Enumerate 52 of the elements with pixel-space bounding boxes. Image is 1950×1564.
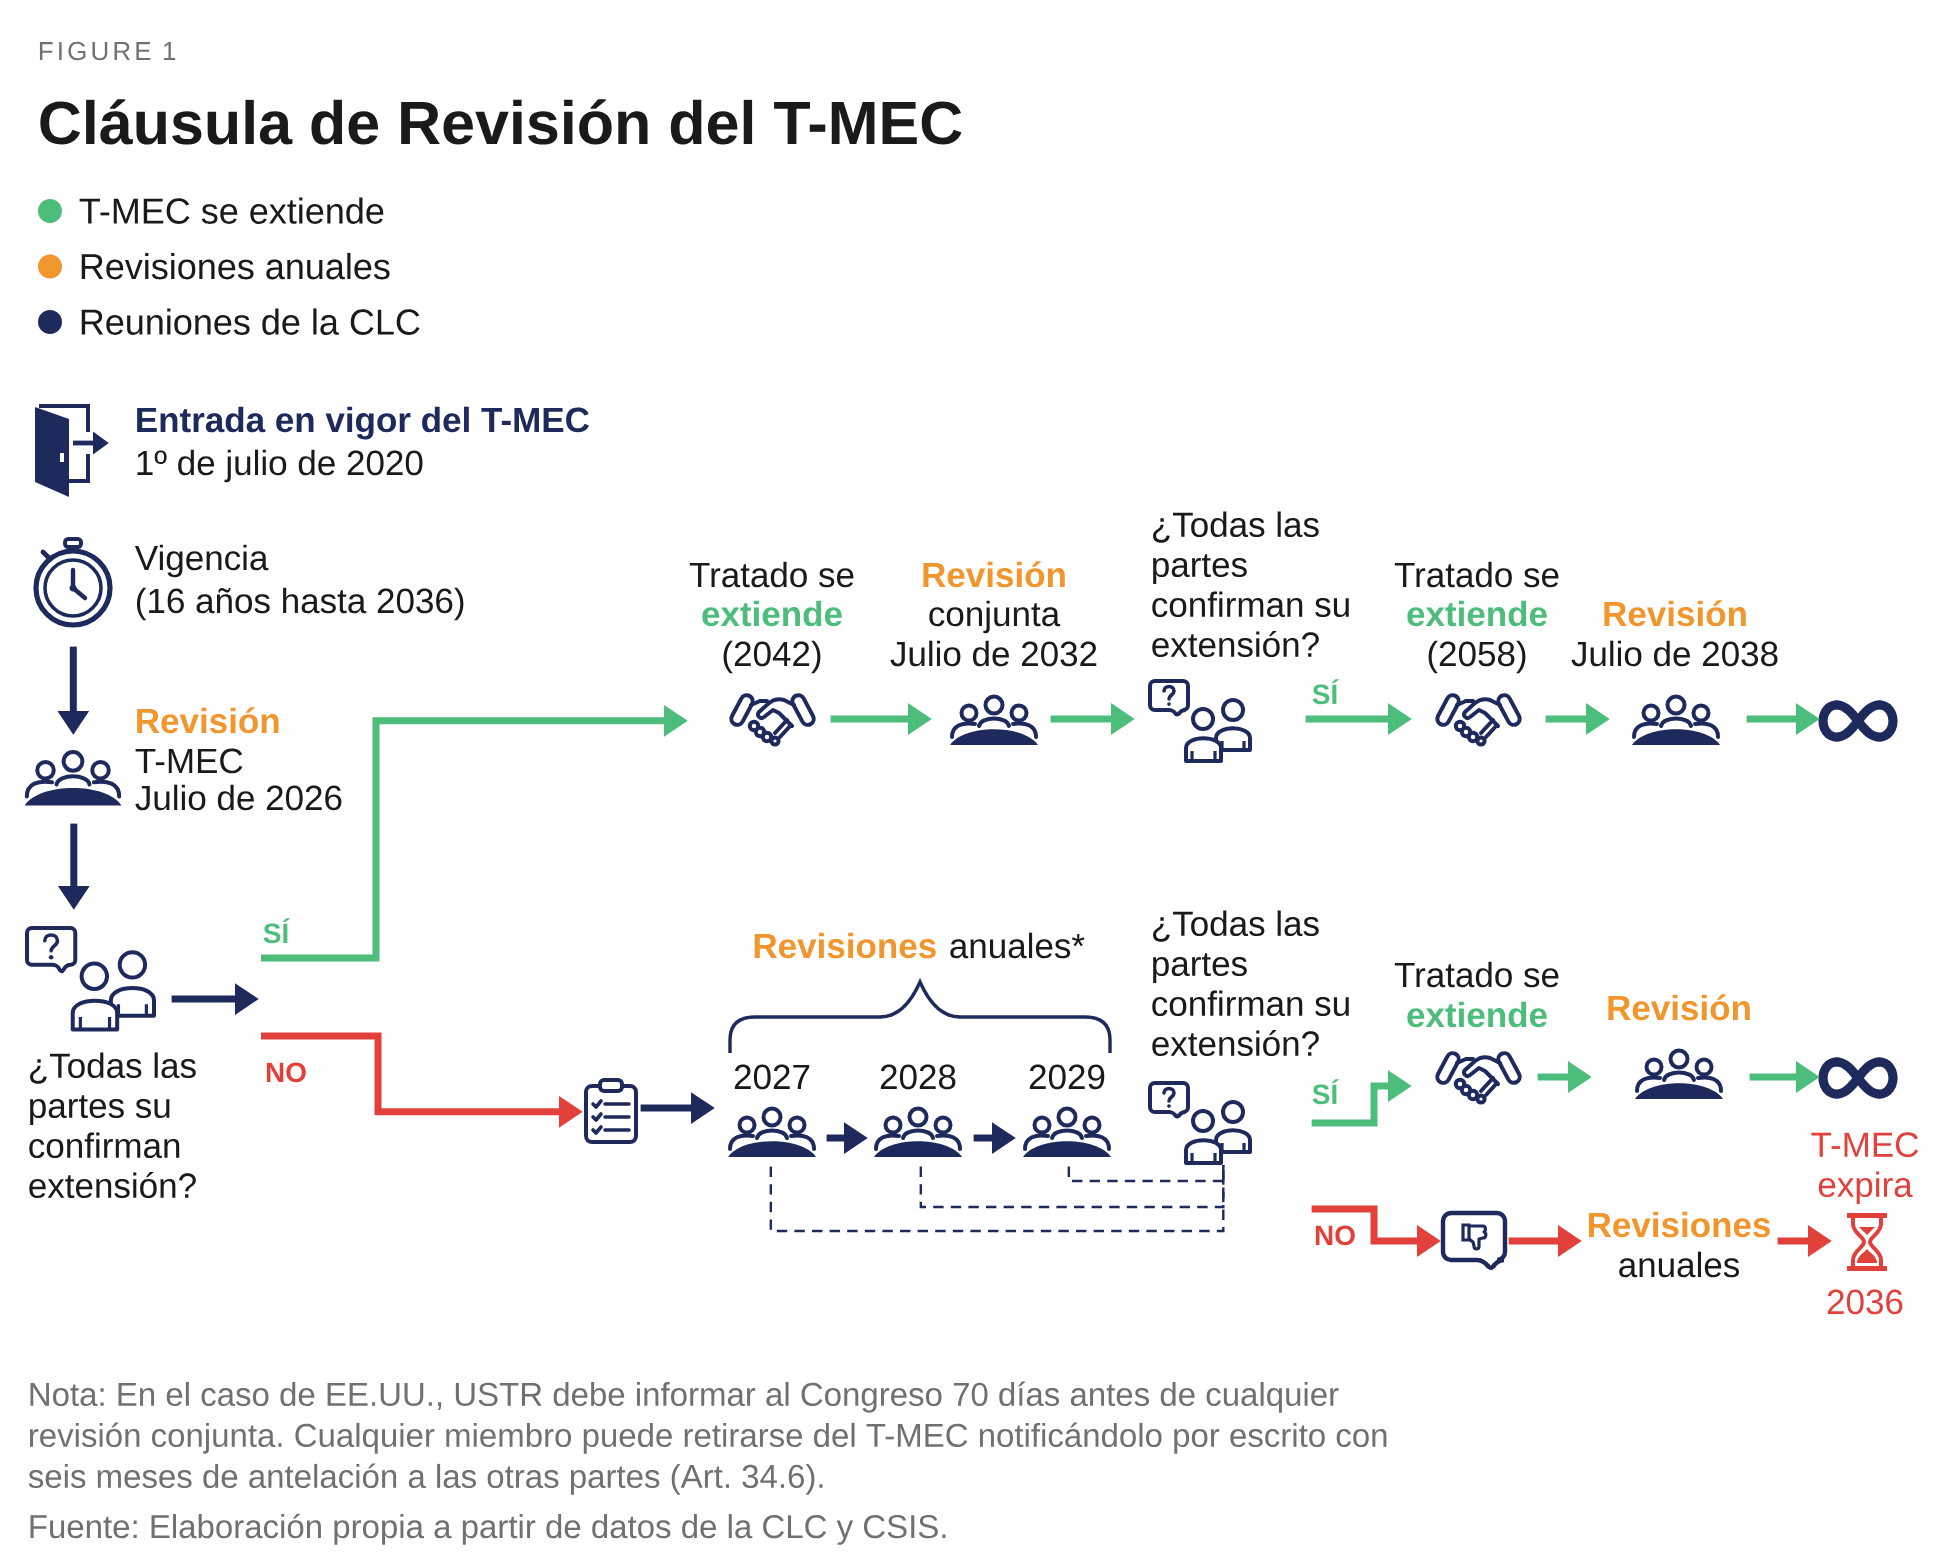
legend-text: Reuniones de la CLC xyxy=(81,308,420,335)
expiry-text: T-MEC expira xyxy=(1811,1132,1919,1205)
figure-label: FIGURE 1 xyxy=(39,41,176,61)
clipboard-icon xyxy=(584,1078,638,1144)
step-text: Vigencia xyxy=(134,544,269,578)
infinity-icon xyxy=(1818,700,1898,742)
step-text: Revisión xyxy=(1608,994,1750,1021)
brace-label: anuales* xyxy=(950,932,1085,959)
dashed-line xyxy=(919,1165,1225,1209)
step-text: Revisión xyxy=(1604,600,1746,627)
step-text: T-MEC xyxy=(135,748,243,774)
step-text: anuales xyxy=(1619,1251,1740,1278)
infinity-icon xyxy=(1818,1057,1898,1099)
step-text: Tratado se xyxy=(1394,561,1559,588)
step-text: extiende xyxy=(1407,600,1547,627)
step-text: 1º de julio de 2020 xyxy=(137,449,423,483)
dashed-line xyxy=(769,1165,1225,1233)
year-label: 2027 xyxy=(734,1064,810,1090)
step-text: (16 años hasta 2036) xyxy=(137,587,464,621)
step-text: Julio de 2026 xyxy=(135,784,342,811)
note-text: Nota: En el caso de EE.UU., USTR debe informar al Congreso 70 días antes de cualquier revisión conjunta. Cualquier miembro puede retirarse del T-MEC notificándolo por escrito con seis meses de antelación a las otras partes (Art. 34.6). xyxy=(28,1381,1387,1495)
edge-label: SÍ xyxy=(1307,1075,1343,1109)
step-text: (2058) xyxy=(1428,640,1526,674)
edge-label: NO xyxy=(1310,1221,1360,1250)
source-text: Fuente: Elaboración propia a partir de datos de la CLC y CSIS. xyxy=(30,1513,946,1545)
step-text: Tratado se xyxy=(689,561,854,588)
thumbs-down-icon xyxy=(1440,1210,1508,1270)
title: Cláusula de Revisión del T-MEC xyxy=(40,99,962,145)
legend-text: T-MEC se extiende xyxy=(79,197,384,224)
edge-label: SÍ xyxy=(1307,675,1343,709)
question-text: ¿Todas las partes su confirman extensión? xyxy=(29,1052,196,1199)
step-text: (2042) xyxy=(723,640,821,674)
question-text: ¿Todas las partes confirman su extensión? xyxy=(1152,910,1349,1057)
step-text: extiende xyxy=(702,600,842,627)
legend-text: Revisiones anuales xyxy=(81,252,390,280)
step-text: Revisión xyxy=(137,707,279,734)
year-label: 2029 xyxy=(1029,1064,1105,1090)
expiry-text: 2036 xyxy=(1827,1289,1903,1315)
step-text: conjunta xyxy=(929,600,1061,634)
step-text: Tratado se xyxy=(1394,961,1559,988)
step-text: Julio de 2038 xyxy=(1571,640,1778,667)
step-text: Entrada en vigor del T-MEC xyxy=(137,406,589,440)
step-text: Revisión xyxy=(923,561,1065,588)
question-text: ¿Todas las partes confirman su extensión? xyxy=(1152,511,1349,658)
step-text: Revisiones xyxy=(1588,1211,1770,1238)
step-text: Julio de 2032 xyxy=(890,640,1097,667)
edge-label: NO xyxy=(261,1058,311,1087)
step-text: extiende xyxy=(1407,1001,1547,1028)
dashed-line xyxy=(1067,1165,1225,1183)
edge-label: SÍ xyxy=(258,914,294,948)
brace-label: Revisiones xyxy=(754,932,936,959)
year-label: 2028 xyxy=(880,1064,956,1090)
